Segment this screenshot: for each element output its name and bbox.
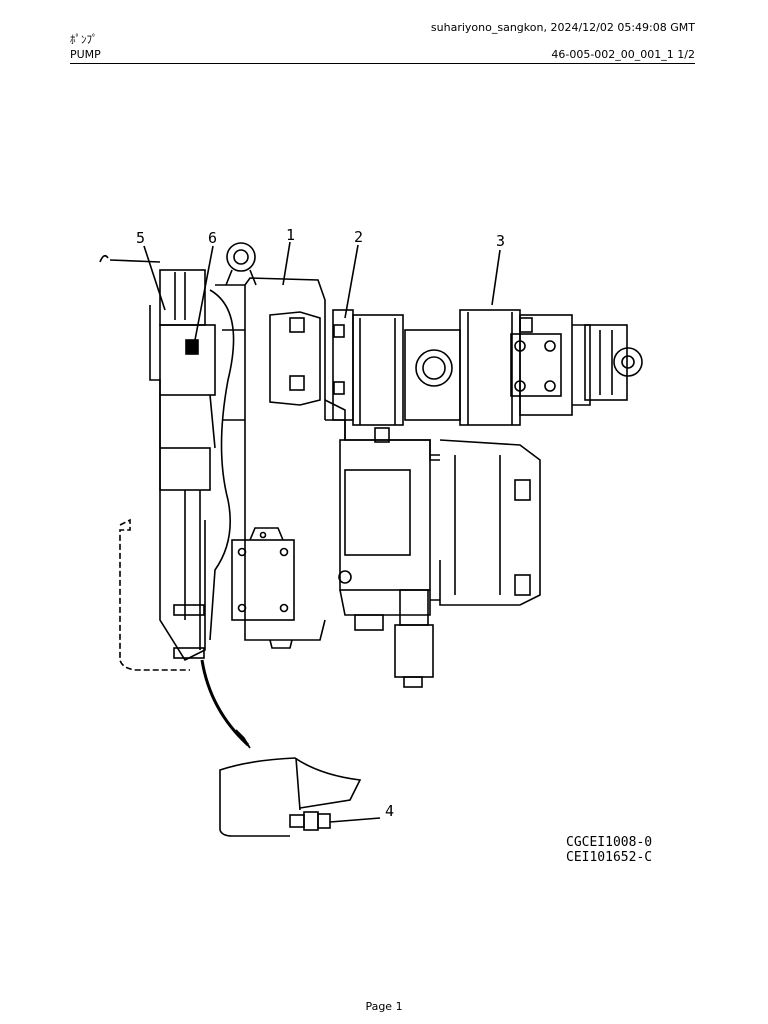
title-japanese: ﾎﾟﾝﾌﾟ (70, 33, 98, 46)
drawing-code-2: CEI101652-C (566, 850, 652, 865)
detail-view-4 (219, 757, 362, 837)
left-bracket (99, 254, 235, 671)
header-divider (70, 63, 695, 64)
pump-exploded-drawing: 5 6 1 2 3 4 (99, 226, 652, 865)
user-timestamp: suhariyono_sangkon, 2024/12/02 05:49:08 … (430, 21, 695, 34)
regulator-block (325, 419, 541, 688)
page-title: PUMP (70, 48, 101, 61)
pump-body (215, 242, 346, 649)
page-number: Page 1 (365, 1000, 403, 1013)
drawing-code-1: CGCEI1008-0 (566, 835, 652, 850)
callout-6: 6 (208, 229, 217, 247)
gear-pump-2 (332, 309, 461, 426)
harness-line (200, 659, 250, 747)
document-reference: 46-005-002_00_001_1 1/2 (551, 48, 695, 61)
callout-4: 4 (385, 802, 394, 820)
harness-arrow (235, 729, 251, 749)
callout-3: 3 (496, 232, 505, 250)
callout-2: 2 (354, 228, 363, 246)
callout-5: 5 (136, 229, 145, 247)
leader-lines (143, 241, 501, 823)
callout-1: 1 (286, 226, 295, 244)
gear-pump-3 (459, 309, 643, 426)
